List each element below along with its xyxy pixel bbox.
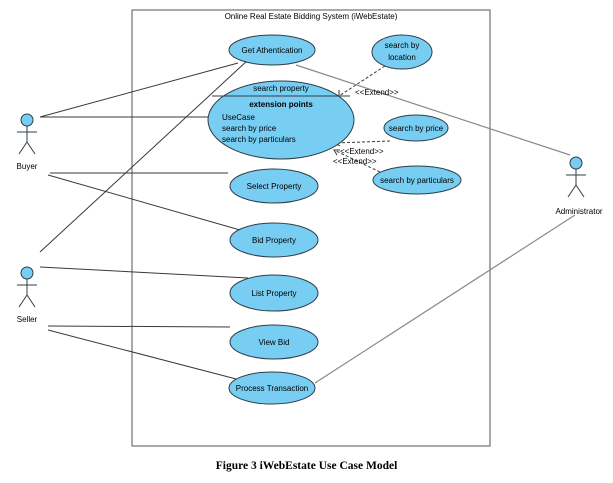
extension-point: search by particulars <box>222 135 296 144</box>
use-case-shape <box>372 165 462 195</box>
actor-leg-right <box>26 141 36 155</box>
use-case-label: search by particulars <box>380 176 454 185</box>
extend-label-location: <<Extend>> <box>355 88 399 97</box>
use-case-search-by-price: search by price <box>383 114 449 142</box>
assoc-seller-view-bid <box>47 325 231 328</box>
actor-head-icon <box>20 113 34 127</box>
use-case-label-line: search by <box>385 41 420 50</box>
actor-leg-right <box>575 184 585 198</box>
extend-line-particulars <box>333 149 381 173</box>
actor-seller: Seller <box>17 266 38 324</box>
use-case-label: search by price <box>389 124 444 133</box>
actor-buyer: Buyer <box>17 113 38 171</box>
extension-point: search by price <box>222 124 277 133</box>
use-case-label: Bid Property <box>252 236 296 245</box>
use-case-shape <box>207 80 355 160</box>
assoc-seller-authentication <box>39 59 249 253</box>
actor-head-icon <box>569 156 583 170</box>
extend-arrowhead-particulars <box>333 149 340 156</box>
use-case-label-line: location <box>388 53 416 62</box>
actor-leg-left <box>18 141 28 155</box>
extend-line-price <box>334 140 391 144</box>
actor-label: Buyer <box>17 162 38 171</box>
actor-administrator: Administrator <box>555 156 603 216</box>
extend-arrowhead-location <box>338 90 345 97</box>
use-case-search-by-location: search by location <box>371 34 433 70</box>
use-case-label: View Bid <box>259 338 290 347</box>
use-case-label: List Property <box>252 289 297 298</box>
assoc-admin-authentication <box>295 64 571 156</box>
actor-label: Seller <box>17 315 38 324</box>
actor-head-icon <box>20 266 34 280</box>
use-case-shape <box>229 168 319 204</box>
use-case-shape <box>228 371 316 405</box>
use-case-shape <box>229 324 319 360</box>
use-case-diagram: Online Real Estate Bidding System (iWebE… <box>17 9 603 447</box>
use-case-shape <box>383 114 449 142</box>
extension-point: UseCase <box>222 113 255 122</box>
actor-leg-right <box>26 294 36 308</box>
use-case-label: Process Transaction <box>236 384 308 393</box>
extension-points-heading: extension points <box>249 100 313 109</box>
assoc-buyer-authentication <box>39 62 239 118</box>
associations <box>39 59 576 384</box>
use-case-shape <box>229 274 319 312</box>
use-case-label: Select Property <box>247 182 302 191</box>
system-boundary <box>131 9 491 447</box>
use-case-get-authentication: Get Athentication <box>228 34 316 66</box>
actor-leg-left <box>18 294 28 308</box>
use-case-view-bid: View Bid <box>229 324 319 360</box>
use-case-search-by-particulars: search by particulars <box>372 165 462 195</box>
use-case-process-transaction: Process Transaction <box>228 371 316 405</box>
use-case-list-property: List Property <box>229 274 319 312</box>
use-case-label: search property <box>253 84 309 93</box>
extend-line-location <box>338 65 386 97</box>
use-case-shape <box>229 222 319 258</box>
assoc-seller-process-transaction <box>47 329 241 381</box>
use-case-label: Get Athentication <box>242 46 303 55</box>
figure-caption: Figure 3 iWebEstate Use Case Model <box>215 460 398 472</box>
use-case-bid-property: Bid Property <box>229 222 319 258</box>
assoc-admin-process-transaction <box>314 214 576 384</box>
actor-label: Administrator <box>555 207 602 216</box>
use-case-shape <box>371 34 433 70</box>
use-case-search-property: search property extension points UseCase… <box>207 80 355 160</box>
use-case-shape <box>228 34 316 66</box>
system-title: Online Real Estate Bidding System (iWebE… <box>225 12 398 21</box>
assoc-seller-list-property <box>39 266 249 279</box>
extend-label-price: <<Extend>> <box>340 147 384 156</box>
use-case-select-property: Select Property <box>229 168 319 204</box>
extend-label-particulars: <<Extend>> <box>333 157 377 166</box>
actor-leg-left <box>567 184 577 198</box>
assoc-buyer-bid-property <box>47 174 241 231</box>
